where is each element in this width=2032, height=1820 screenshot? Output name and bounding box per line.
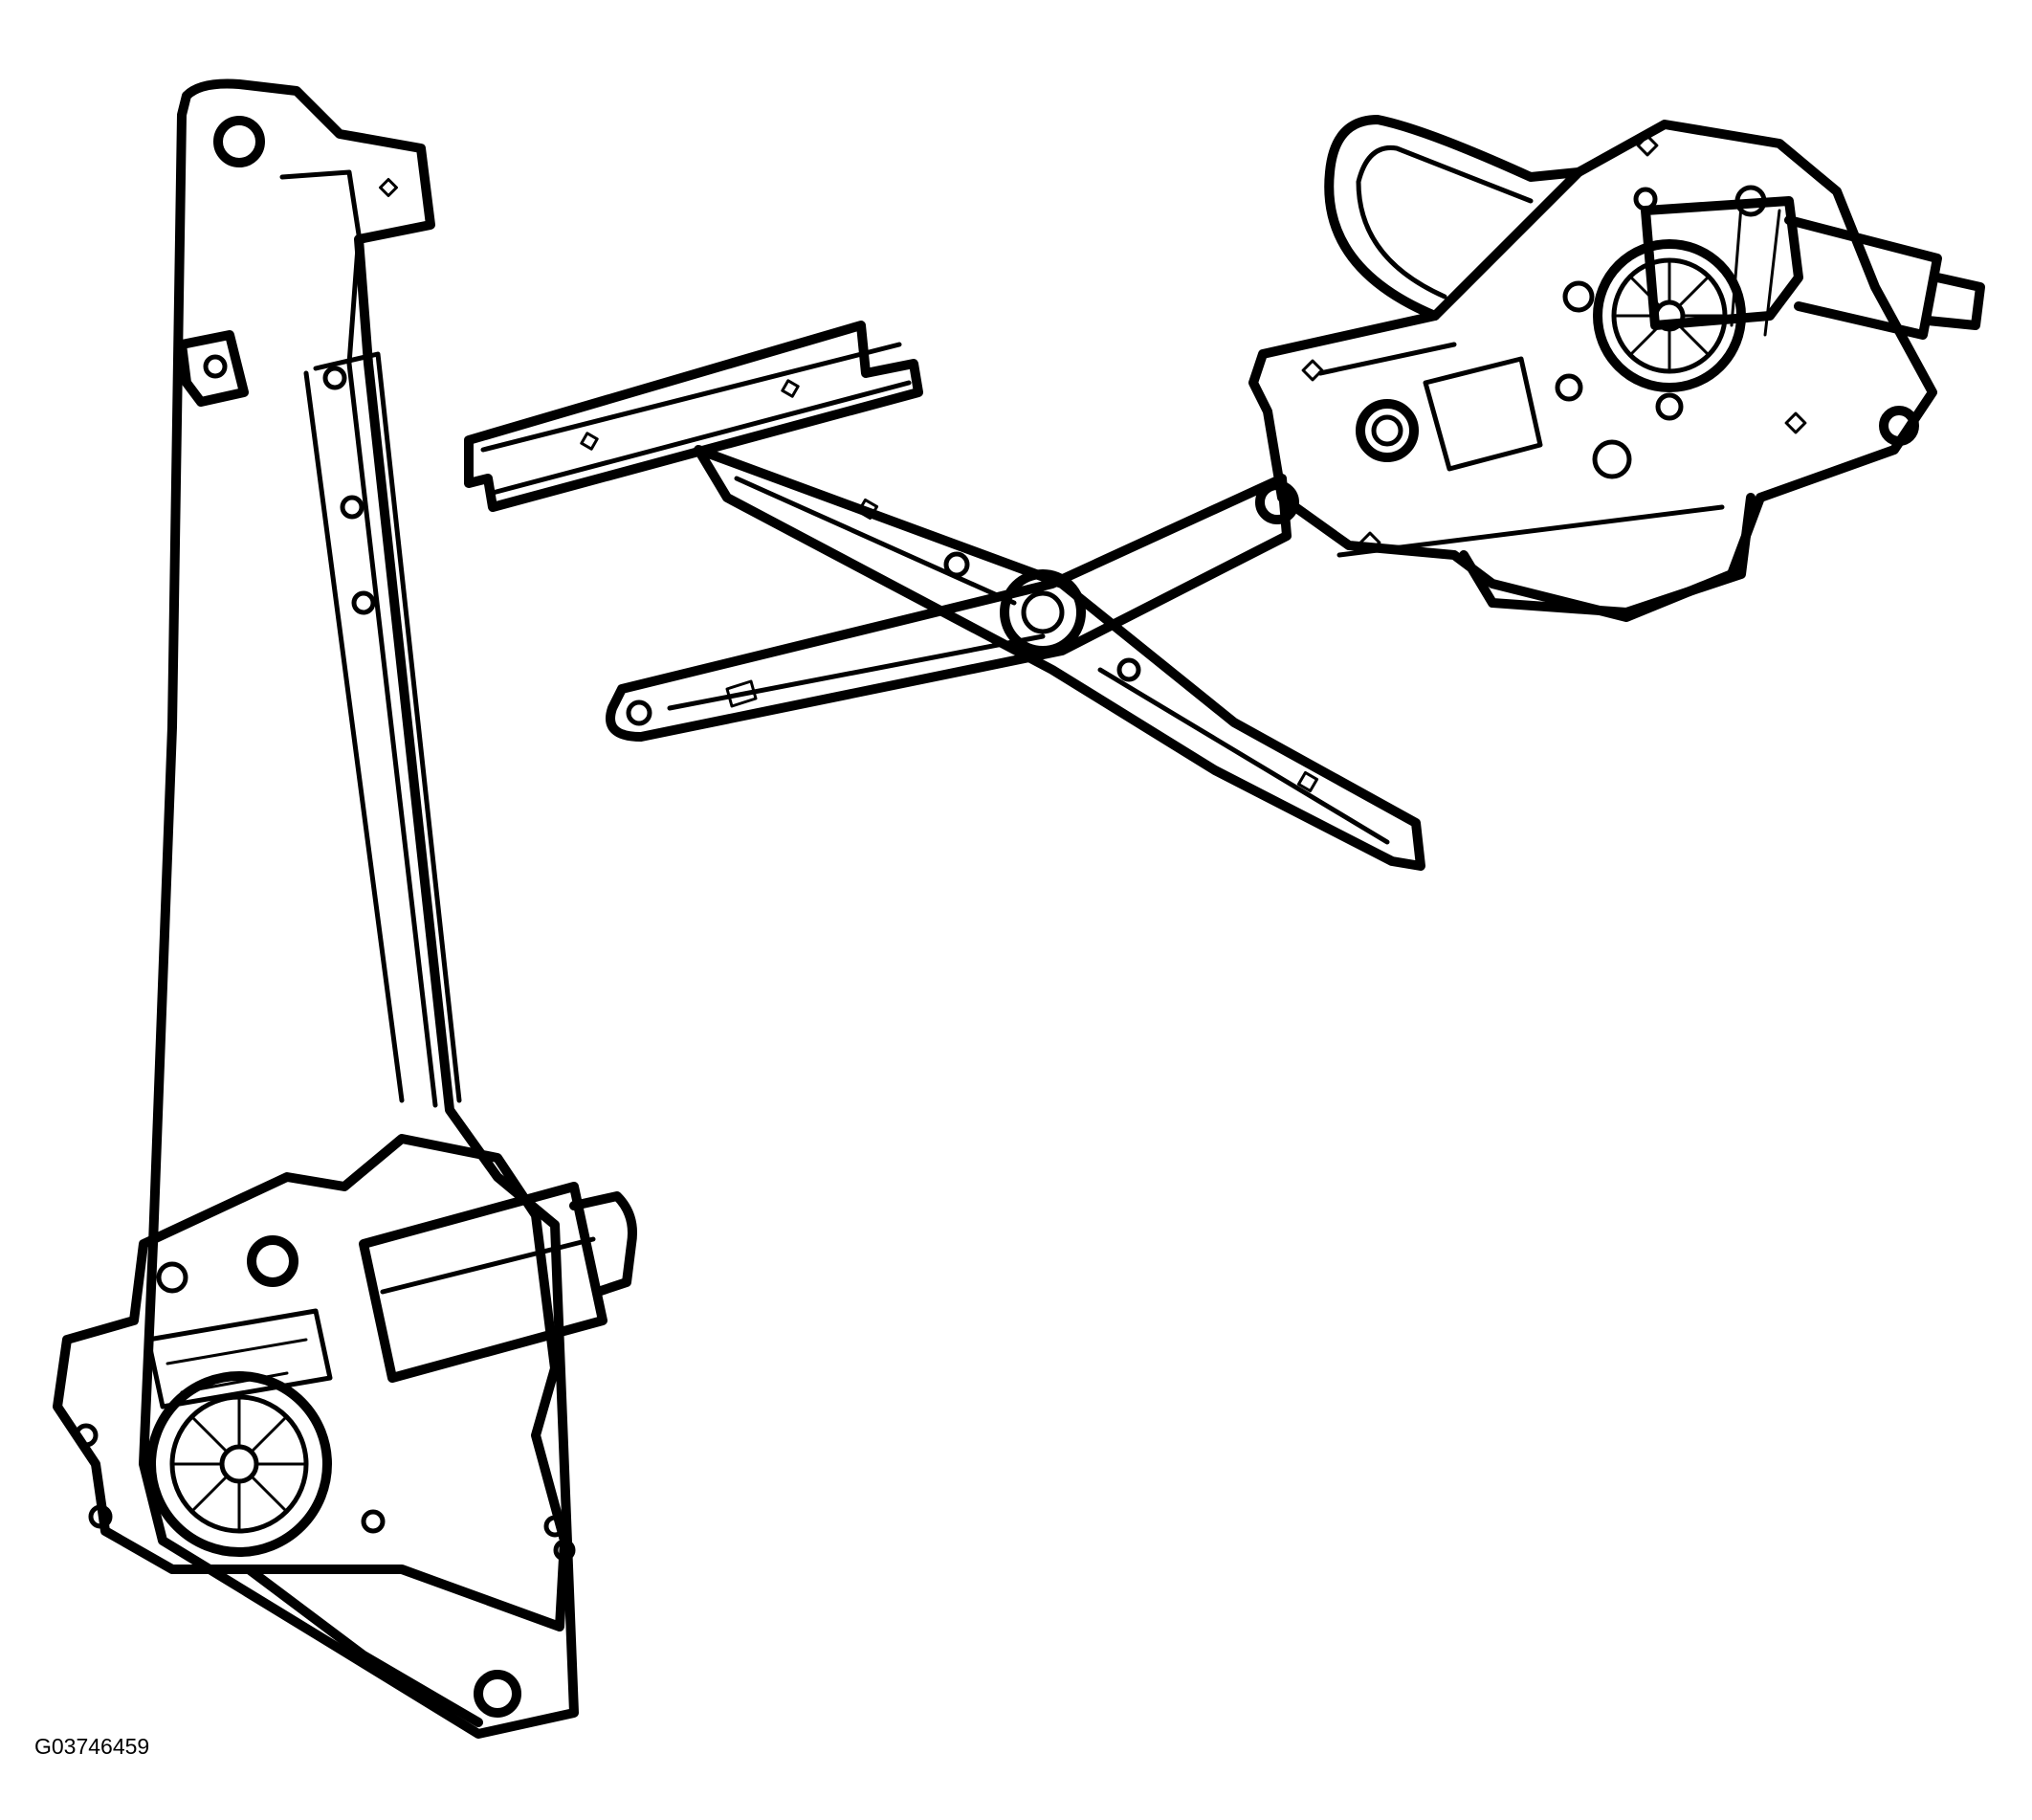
figure-id-label: G03746459 [34,1734,150,1759]
motor-gear-icon [1615,261,1724,370]
motor-gear-icon [170,1395,308,1533]
window-regulator-right-icon [464,115,1985,871]
window-regulator-left-icon [53,78,637,1739]
